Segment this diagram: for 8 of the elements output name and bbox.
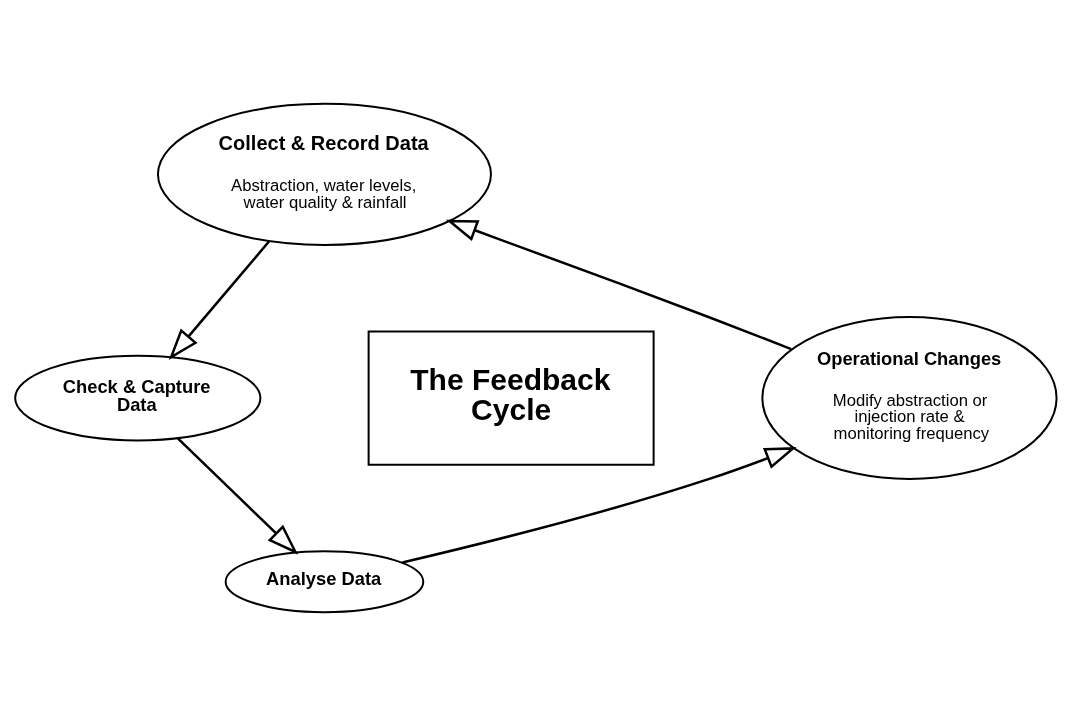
node-ellipse: Check & Capture Data [14, 354, 262, 441]
arrow [402, 446, 797, 564]
arrow [445, 219, 792, 350]
node-box: The Feedback Cycle [367, 329, 655, 466]
arrow [176, 437, 299, 555]
arrow [168, 240, 270, 360]
node-ellipse: Analyse Data [224, 549, 425, 613]
node-ellipse: Collect & Record Data Abstraction, water levels, water quality & rainfall [156, 102, 492, 246]
